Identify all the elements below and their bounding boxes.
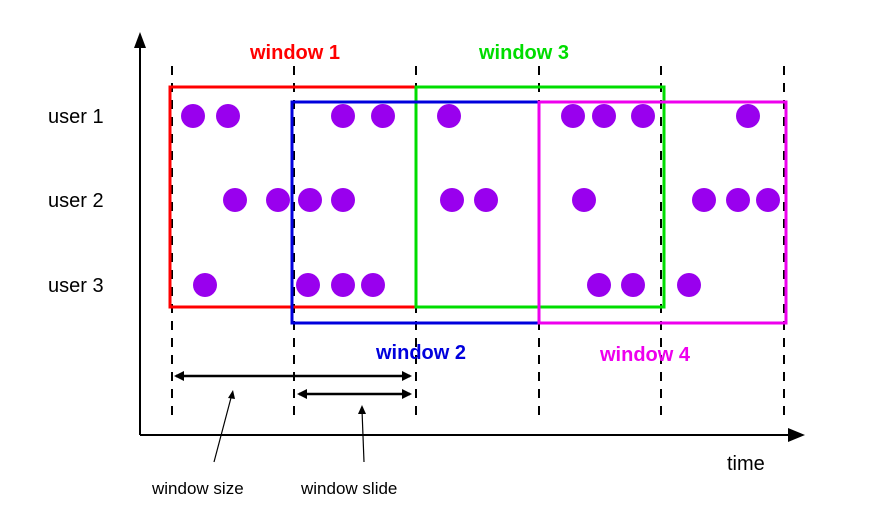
- x-axis-label: time: [727, 453, 765, 475]
- event-dot: [726, 188, 750, 212]
- event-dot: [371, 104, 395, 128]
- event-dot: [361, 273, 385, 297]
- event-dot: [631, 104, 655, 128]
- window-slide-pointer-icon: [358, 405, 366, 414]
- dashed-boundaries: [171, 66, 785, 415]
- window-slide-label: window slide: [300, 479, 397, 498]
- event-dot: [677, 273, 701, 297]
- event-dot: [331, 188, 355, 212]
- user-3-label: user 3: [48, 275, 104, 297]
- event-dot: [736, 104, 760, 128]
- event-dot: [296, 273, 320, 297]
- window-size-pointer: [213, 393, 233, 463]
- event-dot: [474, 188, 498, 212]
- event-dot: [756, 188, 780, 212]
- event-dot: [331, 104, 355, 128]
- window-slide-pointer: [361, 409, 365, 463]
- event-dot: [621, 273, 645, 297]
- window-size-label: window size: [151, 479, 244, 498]
- window-3-label: window 3: [478, 42, 569, 64]
- window-4-box: [537, 100, 788, 325]
- event-dot: [266, 188, 290, 212]
- event-dot: [223, 188, 247, 212]
- x-axis-arrow-icon: [788, 428, 805, 442]
- event-dot: [298, 188, 322, 212]
- window-size-pointer-icon: [228, 390, 235, 399]
- event-dot: [587, 273, 611, 297]
- user-2-label: user 2: [48, 190, 104, 212]
- event-dot: [193, 273, 217, 297]
- user-1-label: user 1: [48, 106, 104, 128]
- event-dot: [572, 188, 596, 212]
- event-dot: [592, 104, 616, 128]
- y-axis-arrow-icon: [134, 32, 146, 48]
- event-dot: [331, 273, 355, 297]
- event-dot: [216, 104, 240, 128]
- event-dots: [181, 104, 780, 297]
- window-1-label: window 1: [249, 42, 340, 64]
- event-dot: [437, 104, 461, 128]
- window-4-label: window 4: [599, 344, 691, 366]
- event-dot: [692, 188, 716, 212]
- event-dot: [181, 104, 205, 128]
- event-dot: [440, 188, 464, 212]
- event-dot: [561, 104, 585, 128]
- window-2-label: window 2: [375, 342, 466, 364]
